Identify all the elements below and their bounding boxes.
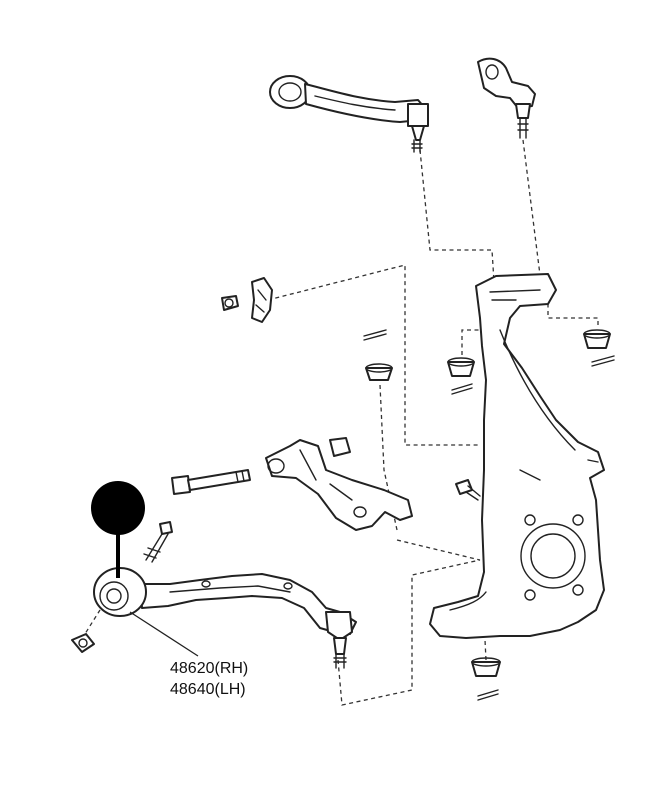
fasteners bbox=[71, 329, 615, 701]
callout-leader-line bbox=[129, 611, 199, 657]
part-number-rh: 48620(RH) bbox=[170, 660, 248, 677]
part-number-lh: 48640(LH) bbox=[170, 681, 246, 698]
steering-knuckle bbox=[429, 273, 605, 639]
bracket bbox=[221, 277, 273, 323]
highlight-marker bbox=[91, 481, 145, 578]
marker-dot bbox=[91, 481, 145, 535]
long-bolt bbox=[171, 469, 251, 495]
upper-control-arm bbox=[269, 75, 429, 153]
lower-control-arm bbox=[93, 521, 357, 669]
part-callout: 48620(RH) 48640(LH) bbox=[129, 611, 248, 698]
strut-arm bbox=[265, 439, 413, 531]
tie-rod-end bbox=[477, 57, 536, 139]
